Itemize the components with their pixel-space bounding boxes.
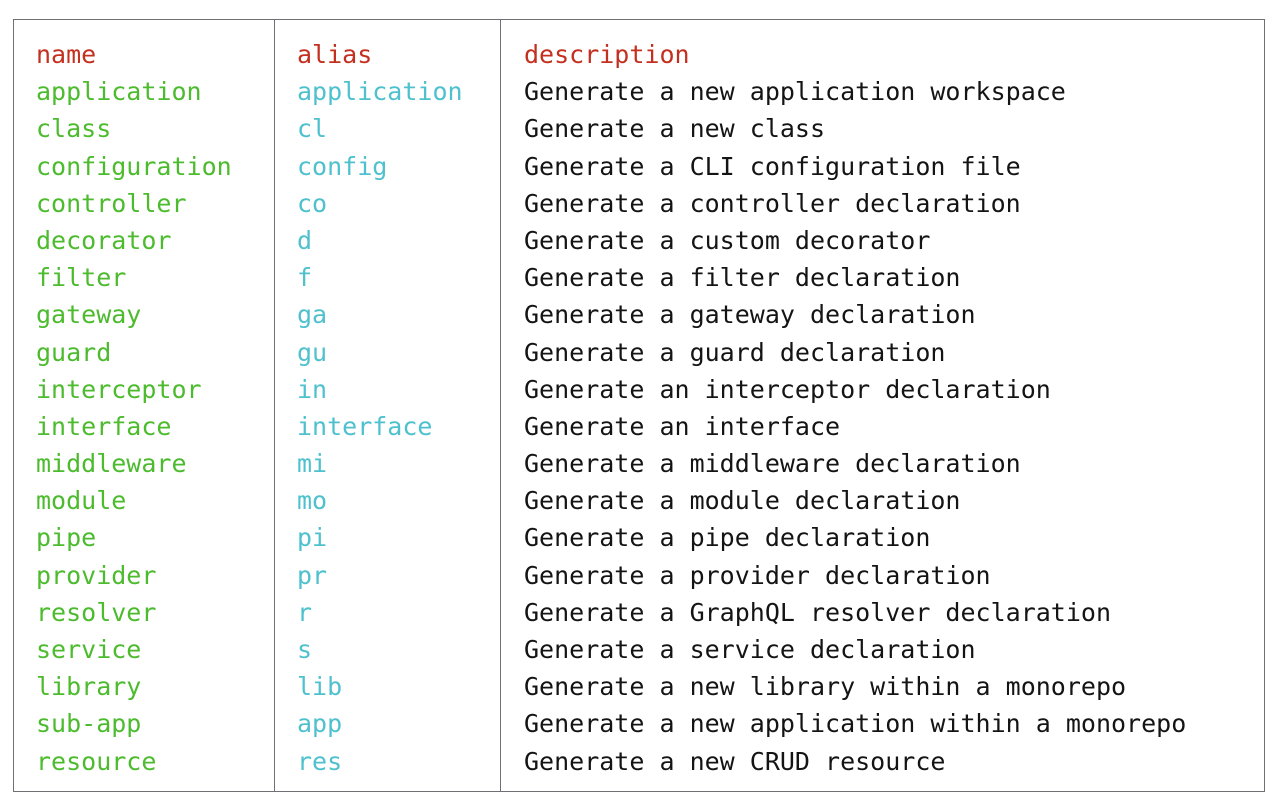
cell-name: guard (36, 337, 112, 367)
cell-name: service (36, 635, 142, 664)
cell-alias: co (297, 188, 328, 218)
cell-name: filter (36, 263, 127, 293)
column-header-description: description (524, 40, 690, 69)
cell-description: Generate a pipe declaration (524, 523, 931, 553)
cell-description: Generate a new class (524, 114, 826, 144)
cell-description: Generate a provider declaration (524, 560, 991, 590)
cell-alias: res (297, 746, 343, 776)
cell-description: Generate a filter declaration (524, 263, 961, 293)
cell-alias: ga (297, 300, 328, 330)
cell-alias: interface (297, 411, 433, 441)
cell-alias: cl (297, 114, 328, 144)
cell-description: Generate an interface (524, 411, 841, 441)
column-name: name application class configuration contro… (14, 20, 275, 791)
cell-name: library (36, 672, 142, 702)
cell-alias: application (297, 77, 463, 107)
column-description: description Generate a new application w… (501, 20, 1264, 791)
cell-description: Generate a gateway declaration (524, 300, 976, 330)
cell-name: class (36, 114, 112, 144)
cell-name: controller (36, 188, 187, 218)
cell-alias: r (297, 597, 313, 627)
cell-description: Generate a CLI configuration file (524, 151, 1021, 181)
cell-alias: lib (297, 672, 343, 702)
cell-alias: pr (297, 560, 328, 590)
cell-alias: pi (297, 523, 328, 553)
cell-alias: config (297, 151, 388, 181)
cell-name: resolver (36, 597, 157, 627)
cell-description: Generate an interceptor declaration (524, 374, 1051, 404)
cell-alias: d (297, 225, 313, 255)
cell-description: Generate a middleware declaration (524, 449, 1021, 479)
cell-name: pipe (36, 523, 97, 553)
cell-description: Generate a new CRUD resource (524, 746, 946, 776)
cell-description: Generate a module declaration (524, 486, 961, 516)
cell-alias: s (297, 635, 313, 664)
column-name-cells: application class configuration controller d… (36, 73, 274, 780)
cell-name: resource (36, 746, 157, 776)
column-header-alias: alias (297, 40, 373, 69)
schematics-table: name application class configuration contro… (13, 19, 1265, 792)
cell-name: gateway (36, 300, 142, 330)
cell-description: Generate a custom decorator (524, 225, 931, 255)
cell-description: Generate a guard declaration (524, 337, 946, 367)
cell-name: interceptor (36, 374, 202, 404)
cell-description: Generate a new application within a mono… (524, 709, 1187, 739)
cell-alias: app (297, 709, 343, 739)
cell-name: application (36, 77, 202, 107)
cell-name: configuration (36, 151, 232, 181)
cell-alias: gu (297, 337, 328, 367)
cell-description: Generate a new application workspace (524, 77, 1066, 107)
cell-alias: mi (297, 449, 328, 479)
cell-name: provider (36, 560, 157, 590)
cell-name: module (36, 486, 127, 516)
cell-name: interface (36, 411, 172, 441)
cell-name: sub-app (36, 709, 142, 739)
cell-description: Generate a controller declaration (524, 188, 1021, 218)
cell-alias: mo (297, 486, 328, 516)
cell-name: decorator (36, 225, 172, 255)
cell-description: Generate a new library within a monorepo (524, 672, 1127, 702)
column-header-name: name (36, 40, 97, 69)
cell-name: middleware (36, 449, 187, 479)
cell-alias: in (297, 374, 328, 404)
cell-description: Generate a GraphQL resolver declaration (524, 597, 1111, 627)
cell-description: Generate a service declaration (524, 635, 976, 664)
cell-alias: f (297, 263, 313, 293)
